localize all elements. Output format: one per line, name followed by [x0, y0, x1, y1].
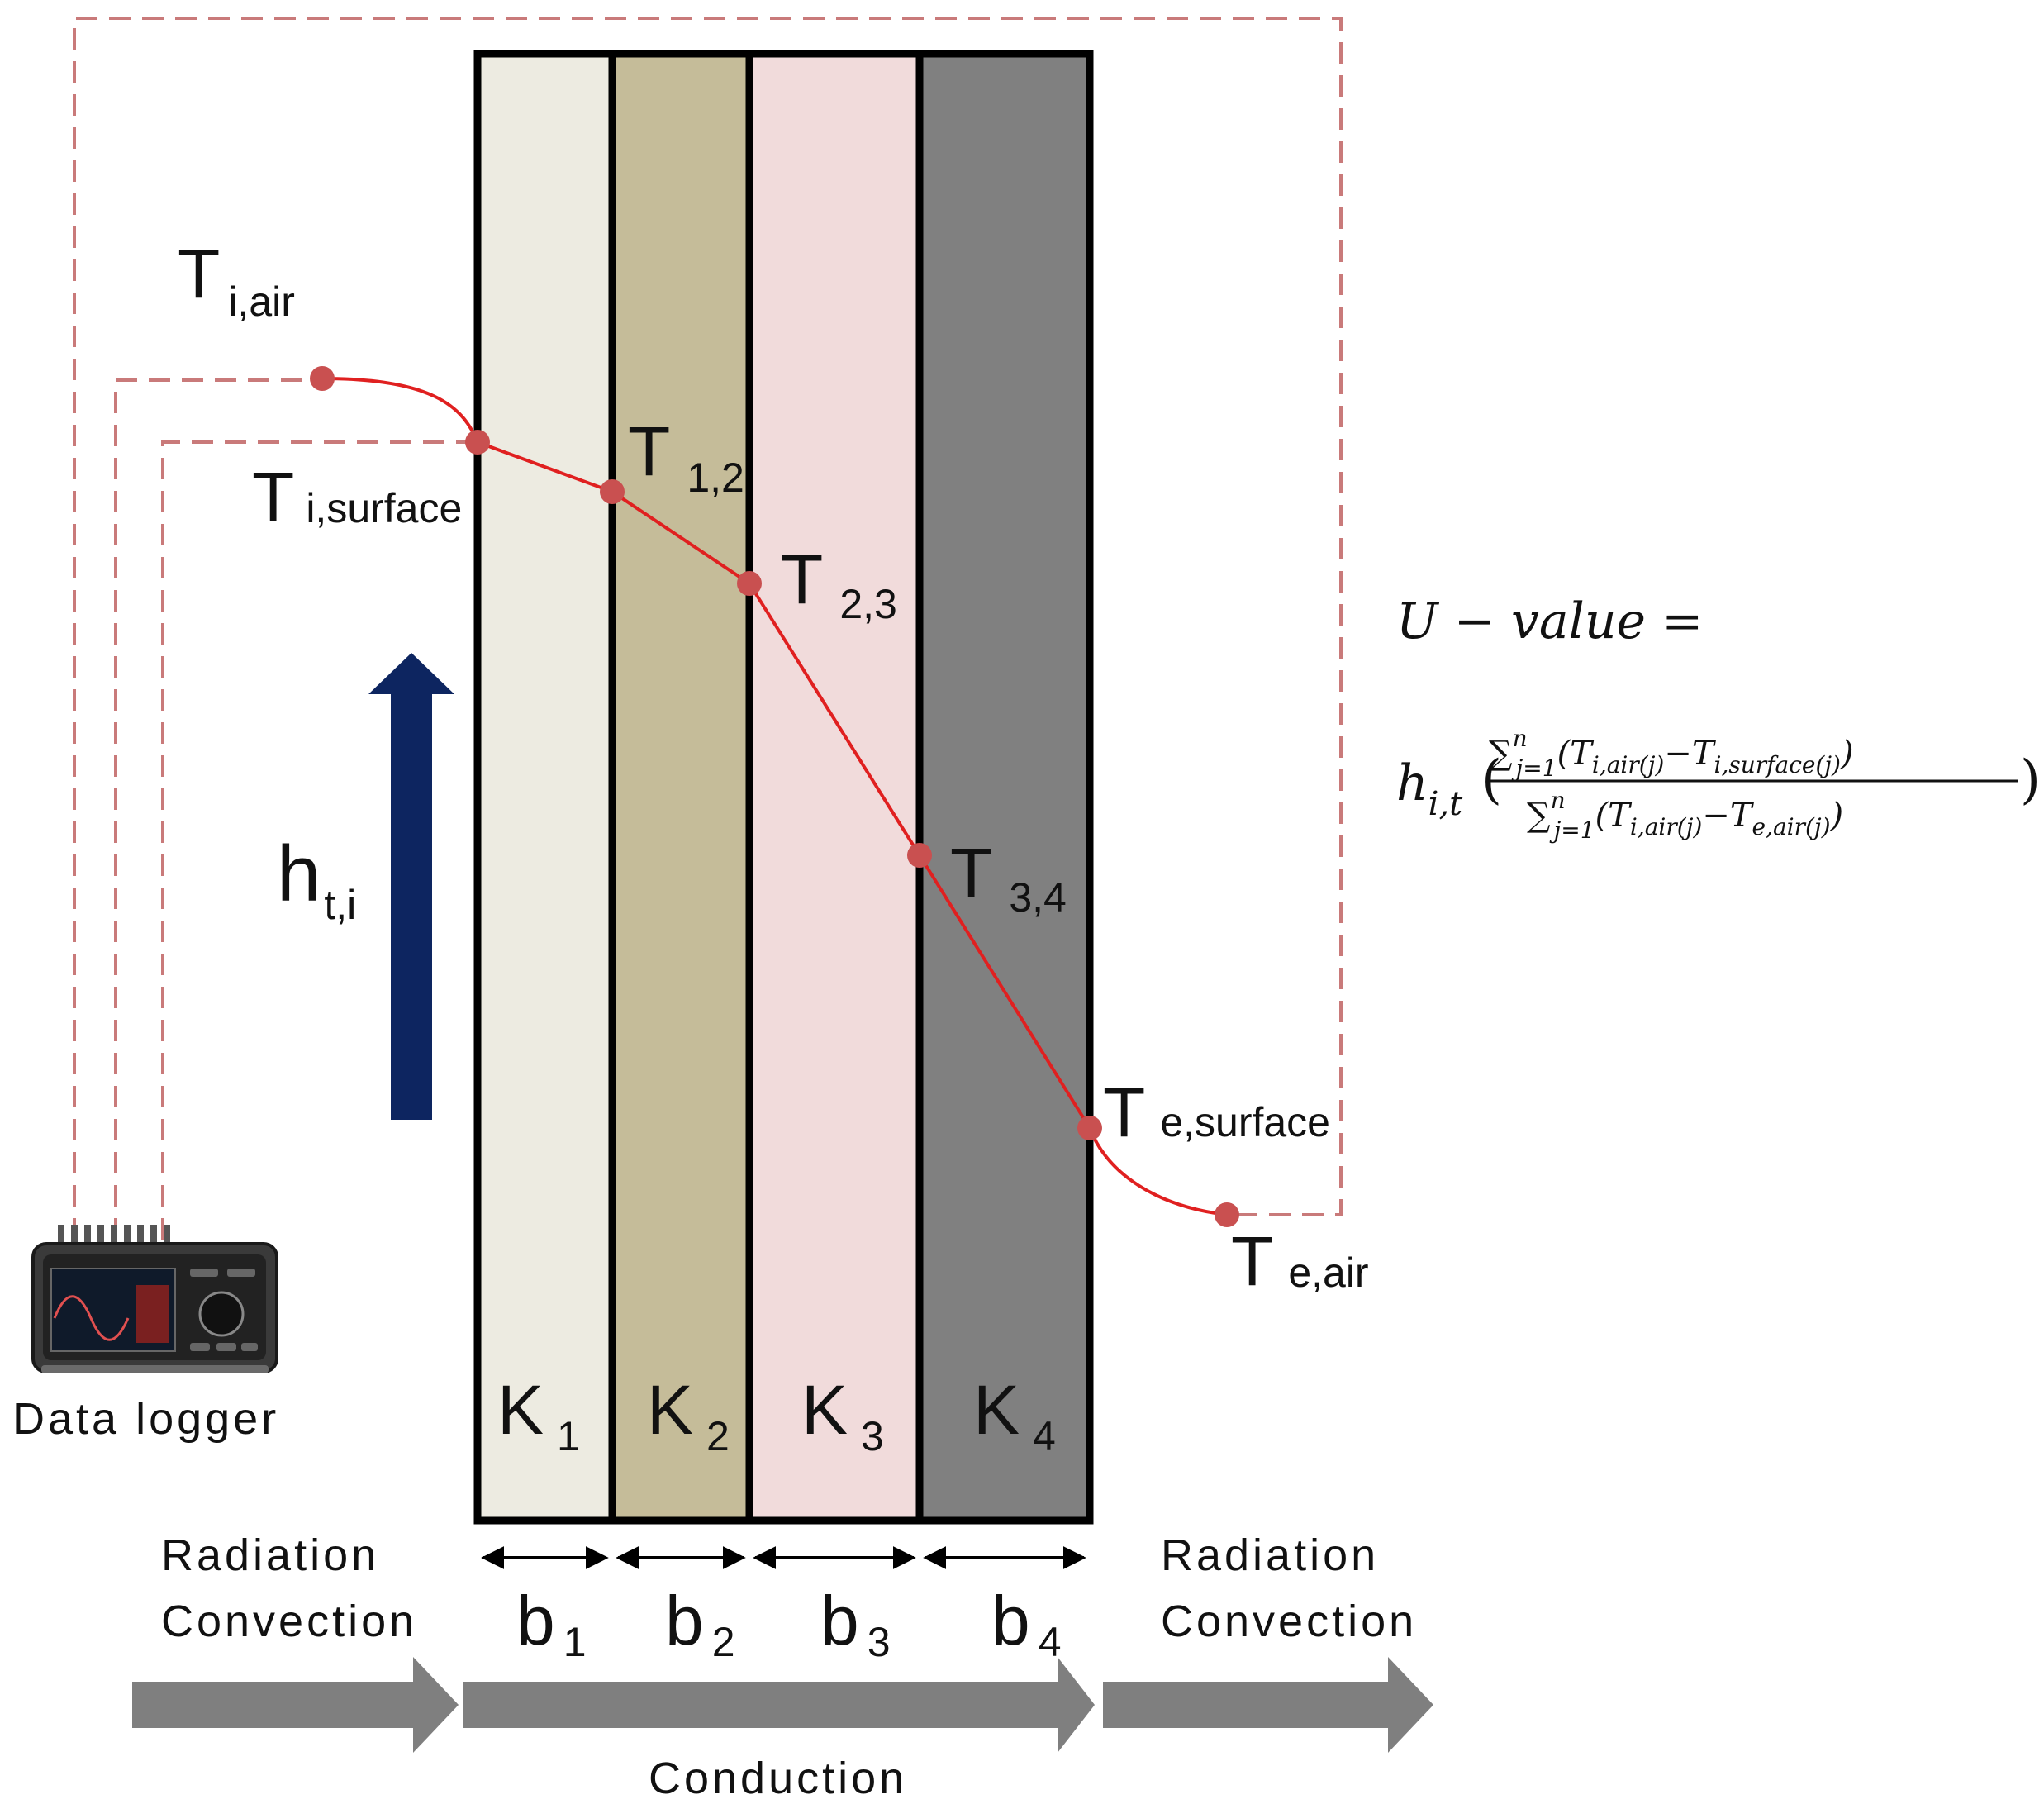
node-t-1-2 [600, 479, 625, 504]
wire-t-e [73, 17, 1343, 1240]
label-convection-left: Convection [161, 1597, 417, 1646]
heat-transfer-arrow [368, 653, 454, 1120]
layer-3 [749, 54, 920, 1521]
logger-screen-waveform [53, 1295, 130, 1341]
node-t-i-surface [465, 430, 490, 455]
wall-outline [473, 50, 1094, 1525]
label-data-logger: Data logger [12, 1394, 279, 1444]
flow-arrow-convection-right [1103, 1657, 1433, 1753]
formula-coef: hi,t [1396, 754, 1463, 823]
node-t-i-air [310, 366, 335, 391]
logger-dial [198, 1291, 245, 1337]
node-t-3-4 [907, 843, 932, 868]
sensor-wires [73, 17, 1343, 1240]
logger-screen-bars [136, 1285, 169, 1343]
layer-2 [612, 54, 749, 1521]
wire-t-i-air [114, 378, 322, 1240]
node-t-e-air [1215, 1202, 1239, 1227]
node-t-e-surface [1077, 1116, 1102, 1140]
data-logger-device [31, 1225, 278, 1373]
formula-close-paren: ) [2020, 750, 2041, 811]
label-radiation-right: Radiation [1161, 1530, 1379, 1580]
node-t-2-3 [737, 571, 762, 596]
flow-arrow-convection-left [132, 1657, 459, 1753]
temperature-nodes [310, 366, 1239, 1227]
label-h-ti: ht,i [277, 830, 356, 928]
logger-base [41, 1365, 269, 1373]
label-radiation-left: Radiation [161, 1530, 379, 1580]
temperature-profile-line [321, 377, 1228, 1216]
wall-layers [473, 50, 1094, 1525]
flow-arrow-conduction [463, 1657, 1095, 1753]
formula-lhs: U − value = [1396, 593, 1703, 650]
layer-4 [920, 54, 1090, 1521]
layer-1 [478, 54, 612, 1521]
logger-connectors [58, 1225, 170, 1246]
wire-t-i-surface [161, 440, 478, 1240]
label-convection-right: Convection [1161, 1597, 1417, 1646]
label-conduction: Conduction [649, 1754, 907, 1803]
